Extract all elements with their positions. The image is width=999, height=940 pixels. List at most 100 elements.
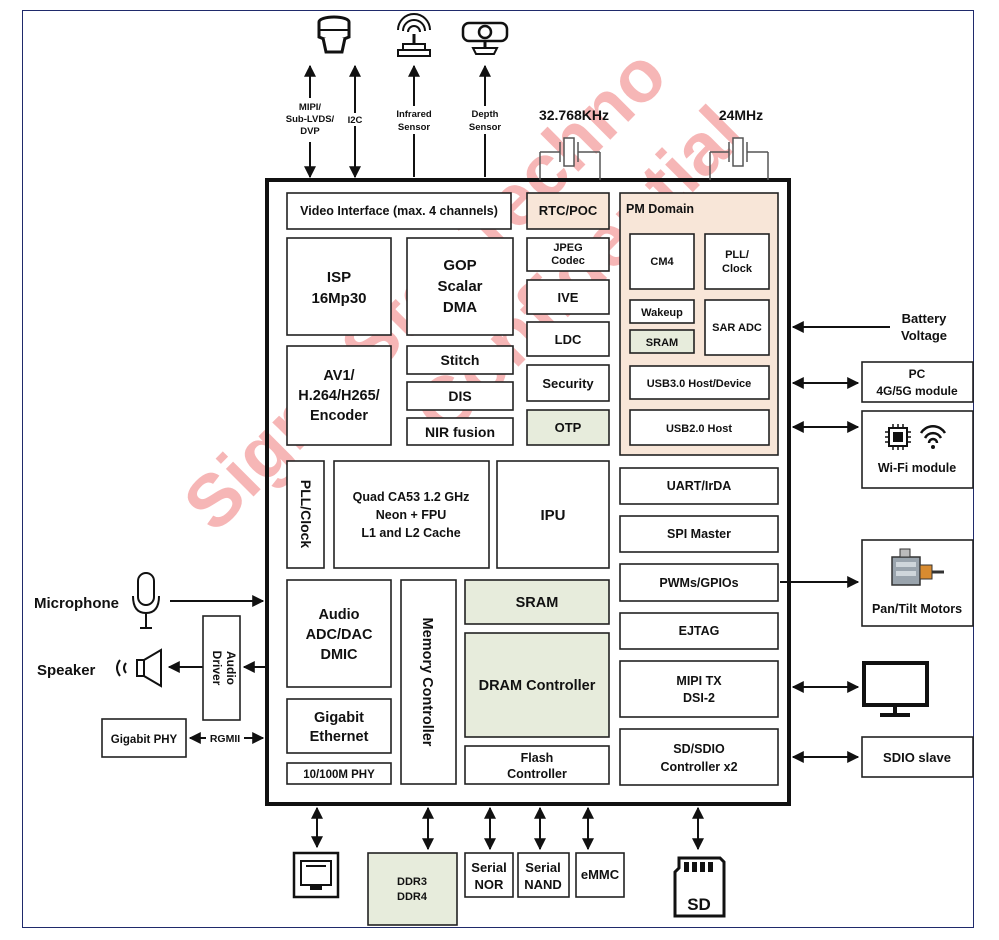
- svg-text:DRAM Controller: DRAM Controller: [479, 678, 596, 694]
- svg-text:Flash: Flash: [521, 751, 554, 765]
- svg-text:PC: PC: [909, 367, 926, 381]
- svg-text:Gigabit PHY: Gigabit PHY: [111, 734, 178, 746]
- crystal-main-label: 24MHz: [719, 107, 763, 123]
- crystal-icon: [539, 137, 601, 180]
- spi-master-block: SPI Master: [619, 515, 779, 553]
- crystal-icon: [709, 137, 769, 180]
- svg-text:SDIO slave: SDIO slave: [883, 750, 951, 765]
- svg-text:Serial: Serial: [471, 860, 506, 875]
- chip-icon: [885, 424, 911, 450]
- depth-sensor-icon: [461, 21, 509, 55]
- svg-text:SRAM: SRAM: [516, 595, 559, 611]
- serial-nand-box: Serial NAND: [517, 852, 570, 898]
- ive-block: IVE: [526, 279, 610, 315]
- video-interface-block: Video Interface (max. 4 channels): [286, 192, 512, 230]
- svg-text:Clock: Clock: [722, 263, 753, 275]
- emmc-box: eMMC: [575, 852, 625, 898]
- wakeup-block: Wakeup: [629, 299, 695, 324]
- svg-text:DIS: DIS: [448, 388, 471, 404]
- mipi-tx-block: MIPI TX DSI-2: [619, 660, 779, 718]
- svg-text:eMMC: eMMC: [581, 867, 620, 882]
- svg-text:Audio: Audio: [224, 651, 238, 685]
- svg-text:USB2.0 Host: USB2.0 Host: [666, 423, 732, 435]
- dram-controller-block: DRAM Controller: [464, 632, 610, 738]
- svg-text:Ethernet: Ethernet: [310, 729, 369, 745]
- svg-text:Pan/Tilt Motors: Pan/Tilt Motors: [872, 602, 962, 616]
- svg-text:AV1/: AV1/: [323, 368, 354, 384]
- audio-driver-box: Audio Driver: [202, 615, 241, 721]
- svg-text:Audio: Audio: [318, 607, 359, 623]
- ddr-box: DDR3 DDR4: [367, 852, 458, 926]
- dis-block: DIS: [406, 381, 514, 411]
- svg-text:L1 and L2 Cache: L1 and L2 Cache: [361, 526, 460, 540]
- svg-text:Sensor: Sensor: [469, 122, 502, 133]
- nir-fusion-block: NIR fusion: [406, 417, 514, 446]
- soc-outline: [265, 178, 791, 806]
- flash-controller-block: Flash Controller: [464, 745, 610, 785]
- svg-text:RTC/POC: RTC/POC: [539, 203, 598, 218]
- mipi-label: MIPI/ Sub-LVDS/ DVP: [282, 98, 338, 142]
- svg-text:SRAM: SRAM: [646, 337, 678, 349]
- svg-text:IVE: IVE: [558, 290, 579, 305]
- svg-text:H.264/H265/: H.264/H265/: [298, 388, 379, 404]
- gop-scalar-dma-block: GOP Scalar DMA: [406, 237, 514, 336]
- svg-text:Sub-LVDS/: Sub-LVDS/: [286, 114, 335, 125]
- usb2-block: USB2.0 Host: [629, 409, 770, 446]
- svg-text:USB3.0 Host/Device: USB3.0 Host/Device: [647, 378, 752, 390]
- sar-adc-block: SAR ADC: [704, 299, 770, 356]
- infrared-label: Infrared Sensor: [393, 106, 435, 134]
- svg-text:PWMs/GPIOs: PWMs/GPIOs: [659, 576, 738, 590]
- i2c-label: I2C: [345, 113, 365, 126]
- svg-text:Wakeup: Wakeup: [641, 307, 683, 319]
- wifi-icon: [919, 424, 947, 449]
- svg-text:CM4: CM4: [650, 256, 674, 268]
- svg-text:10/100M PHY: 10/100M PHY: [303, 769, 375, 781]
- audio-block: Audio ADC/DAC DMIC: [286, 579, 392, 688]
- isp-block: ISP 16Mp30: [286, 237, 392, 336]
- sram-main-block: SRAM: [464, 579, 610, 625]
- svg-text:Infrared: Infrared: [396, 109, 432, 120]
- gigabit-phy-box: Gigabit PHY: [101, 718, 187, 758]
- svg-text:Encoder: Encoder: [310, 408, 368, 424]
- svg-text:16Mp30: 16Mp30: [311, 290, 366, 307]
- svg-text:Controller: Controller: [507, 767, 567, 781]
- stitch-block: Stitch: [406, 345, 514, 375]
- svg-text:DDR4: DDR4: [397, 891, 428, 903]
- svg-text:NAND: NAND: [524, 877, 562, 892]
- svg-text:Gigabit: Gigabit: [314, 710, 364, 726]
- svg-text:ISP: ISP: [327, 269, 351, 286]
- svg-text:DMIC: DMIC: [320, 647, 358, 663]
- microphone-label: Microphone: [34, 595, 119, 612]
- svg-text:Wi-Fi module: Wi-Fi module: [878, 461, 956, 475]
- svg-text:EJTAG: EJTAG: [679, 624, 720, 638]
- svg-text:NIR fusion: NIR fusion: [425, 424, 495, 440]
- svg-text:Scalar: Scalar: [437, 278, 482, 295]
- svg-text:Neon + FPU: Neon + FPU: [376, 508, 447, 522]
- svg-text:PLL/: PLL/: [725, 249, 749, 261]
- memory-controller-block: Memory Controller: [400, 579, 457, 785]
- svg-text:Video Interface (max. 4 channe: Video Interface (max. 4 channels): [300, 204, 498, 218]
- svg-text:GOP: GOP: [443, 257, 476, 274]
- sdio-slave-box: SDIO slave: [861, 736, 974, 778]
- pm-sram-block: SRAM: [629, 329, 695, 354]
- svg-text:4G/5G module: 4G/5G module: [876, 384, 958, 398]
- svg-text:Codec: Codec: [551, 255, 585, 267]
- monitor-icon: [862, 661, 929, 717]
- speaker-icon: [116, 648, 162, 688]
- svg-text:LDC: LDC: [555, 332, 582, 347]
- sdio-controller-block: SD/SDIO Controller x2: [619, 728, 779, 786]
- svg-text:ADC/DAC: ADC/DAC: [306, 627, 373, 643]
- ipu-block: IPU: [496, 460, 610, 569]
- svg-text:Voltage: Voltage: [901, 328, 947, 343]
- camera-module-icon: [317, 15, 351, 54]
- svg-text:Battery: Battery: [902, 311, 948, 326]
- svg-text:DMA: DMA: [443, 299, 477, 316]
- ejtag-block: EJTAG: [619, 612, 779, 650]
- svg-text:Serial: Serial: [525, 860, 560, 875]
- pm-pll-clock-block: PLL/ Clock: [704, 233, 770, 290]
- svg-text:Controller x2: Controller x2: [660, 760, 737, 774]
- phy-100m-block: 10/100M PHY: [286, 762, 392, 785]
- speaker-label: Speaker: [37, 662, 96, 679]
- svg-text:DSI-2: DSI-2: [683, 691, 715, 705]
- svg-text:RGMII: RGMII: [210, 733, 240, 745]
